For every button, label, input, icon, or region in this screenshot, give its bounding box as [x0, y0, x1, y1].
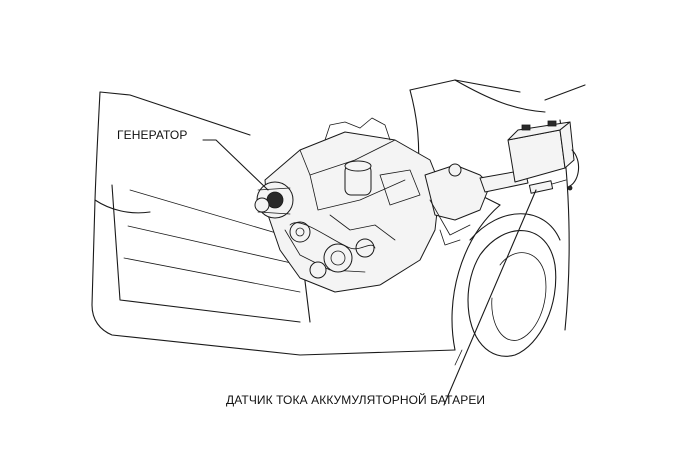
generator-leader-line — [202, 139, 269, 191]
engine-assembly — [264, 117, 529, 293]
vehicle-body — [91, 79, 586, 366]
battery-component — [507, 120, 580, 191]
generator-label: ГЕНЕРАТОР — [117, 128, 188, 142]
sensor-leader-line — [443, 189, 537, 406]
battery-current-sensor-label: ДАТЧИК ТОКА АККУМУЛЯТОРНОЙ БАТАРЕИ — [226, 393, 486, 407]
battery-current-sensor — [528, 179, 567, 194]
generator-component — [254, 181, 294, 219]
